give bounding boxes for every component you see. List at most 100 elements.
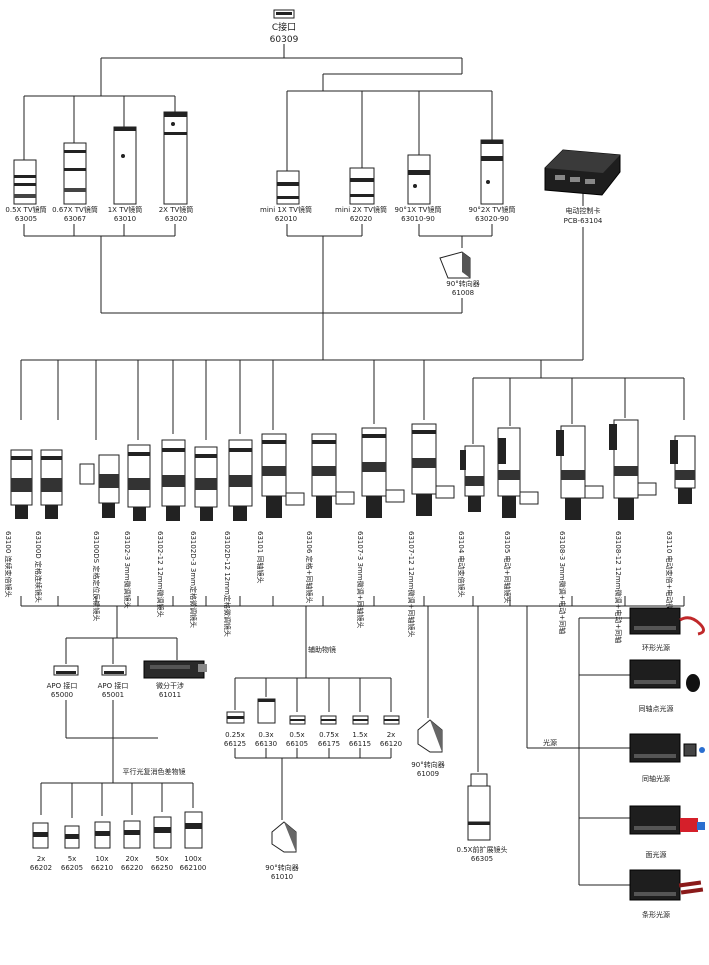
tv-tube-0p5x-code: 63005 <box>15 215 37 223</box>
objective-100x-name: 100x <box>184 855 202 863</box>
interface-dic-61011: 微分干涉 61011 <box>143 660 207 699</box>
lens-63108-12 <box>609 419 657 520</box>
tv-tube-1x-name: 1X TV镜筒 <box>108 205 143 214</box>
tv-tube-2x-name: 2X TV镜筒 <box>159 205 194 214</box>
turner-mid: 90°转向器 61009 <box>411 719 445 778</box>
aux-1p5x-code: 66115 <box>349 740 371 748</box>
light-title: 光源 <box>543 738 557 747</box>
objective-2x <box>32 822 49 849</box>
interface-apo-65001: APO 接口 65001 <box>98 665 129 699</box>
lens-label-63108-3: 63108-3 3mm微调+电动+同轴 <box>558 531 567 634</box>
lens-label-63102-12: 63102-12 12mm微调镜头 <box>156 531 165 617</box>
turner-bottom: 90°转向器 61010 <box>265 821 299 881</box>
aux-lens-0p75x <box>320 715 337 725</box>
lens-label-63100: 63100 连续变倍镜头 <box>4 531 13 598</box>
controller-card: 电动控制卡 PCB-63104 <box>544 149 621 225</box>
tv-tube-90-2x <box>480 139 504 205</box>
controller-name: 电动控制卡 <box>566 206 601 215</box>
light-ring: 环形光源 <box>629 607 705 652</box>
tv-tube-mini-2x-code: 62020 <box>350 215 372 223</box>
tv-tube-0p67x-code: 63067 <box>64 215 86 223</box>
tv-tube-0p5x-name: 0.5X TV镜筒 <box>5 205 46 214</box>
lens-63100 <box>10 449 33 519</box>
lens-63107-12 <box>411 423 455 516</box>
c-mount-adapter: C接口 60309 <box>270 9 299 45</box>
interface-apo-65001-name: APO 接口 <box>98 681 129 690</box>
aux-lens-1p5x <box>352 715 369 725</box>
objective-2x-code: 66202 <box>30 864 52 872</box>
lens-label-63107-3: 63107-3 3mm微调+同轴镜头 <box>356 531 365 628</box>
expander-name: 0.5X前扩展镜头 <box>457 845 508 854</box>
objective-5x-code: 66205 <box>61 864 83 872</box>
aux-lens-2x <box>383 715 400 725</box>
lens-label-63104: 63104 电动变倍镜头 <box>457 531 466 598</box>
aux-1p5x-name: 1.5x <box>352 731 367 739</box>
aux-0p5x-name: 0.5x <box>289 731 304 739</box>
tv-tube-mini-2x <box>349 167 375 205</box>
lens-63100d <box>40 449 63 519</box>
light-surface: 面光源 <box>629 805 705 859</box>
turner-top: 90°转向器 61008 <box>439 251 480 297</box>
tv-tube-2x-code: 63020 <box>165 215 187 223</box>
lens-label-63105: 63105 电动+同轴镜头 <box>503 531 512 603</box>
tv-tube-2x <box>163 111 188 205</box>
interface-apo-65000-code: 65000 <box>51 691 73 699</box>
tv-tube-90-1x <box>407 154 431 205</box>
tv-tube-mini-2x-name: mini 2X TV镜筒 <box>335 205 387 214</box>
light-surface-name: 面光源 <box>646 850 667 859</box>
c-mount-name: C接口 <box>272 21 296 33</box>
connector-lines <box>20 44 685 886</box>
interface-dic-name: 微分干涉 <box>156 681 184 690</box>
lens-63104 <box>460 445 485 512</box>
interface-apo-65000: APO 接口 65000 <box>47 665 79 699</box>
light-coax-name: 同轴光源 <box>642 774 670 783</box>
light-coax-point-name: 同轴点光源 <box>639 704 674 713</box>
objective-50x <box>153 816 172 849</box>
lens-label-63108-12: 63108-12 12mm微调+电动+同轴 <box>614 531 623 643</box>
interface-apo-65000-name: APO 接口 <box>47 681 78 690</box>
tv-tube-mini-1x-name: mini 1X TV镜筒 <box>260 205 312 214</box>
aux-lens-0p25x <box>226 711 245 724</box>
aux-0p25x-code: 66125 <box>224 740 246 748</box>
lens-bodies <box>10 419 696 521</box>
light-coax-point: 同轴点光源 <box>629 659 700 713</box>
tv-tube-90-2x-name: 90°2X TV镜筒 <box>469 205 516 214</box>
lens-63102d-12 <box>228 439 253 521</box>
light-coax: 同轴光源 <box>629 733 705 783</box>
aux-0p5x-code: 66105 <box>286 740 308 748</box>
objective-20x-name: 20x <box>125 855 138 863</box>
lens-63108-3 <box>556 425 604 520</box>
light-ring-name: 环形光源 <box>642 643 670 652</box>
tv-tube-0p67x-name: 0.67X TV镜筒 <box>52 205 98 214</box>
interface-apo-65001-code: 65001 <box>102 691 124 699</box>
tv-tube-90-1x-code: 63010-90 <box>401 215 435 223</box>
objective-10x <box>94 821 111 849</box>
lens-label-63101: 63101 同轴镜头 <box>256 531 265 584</box>
tv-tube-0p67x <box>63 142 87 205</box>
aux-lens-0p3x <box>257 698 276 724</box>
aux-0p3x-code: 66130 <box>255 740 277 748</box>
lens-63106 <box>311 433 355 518</box>
turner-bottom-code: 61010 <box>271 873 293 881</box>
aux-0p3x-name: 0.3x <box>258 731 273 739</box>
tv-tube-90-1x-name: 90°1X TV镜筒 <box>395 205 442 214</box>
objective-2x-name: 2x <box>37 855 46 863</box>
lens-labels: 63100 连续变倍镜头 63100D 定格连续镜头 63100DS 定格定位反… <box>4 531 674 643</box>
lens-63105 <box>497 427 539 518</box>
tv-tube-1x-code: 63010 <box>114 215 136 223</box>
aux-2x-name: 2x <box>387 731 396 739</box>
tv-tube-mini-1x-code: 62010 <box>275 215 297 223</box>
tv-tube-0p5x <box>13 159 37 205</box>
aux-0p25x-name: 0.25x <box>225 731 245 739</box>
objective-100x-code: 662100 <box>180 864 207 872</box>
turner-mid-code: 61009 <box>417 770 439 778</box>
aux-lens-0p5x <box>289 715 306 725</box>
objective-50x-code: 66250 <box>151 864 173 872</box>
aux-lens-labels: 0.25x 66125 0.3x 66130 0.5x 66105 0.75x … <box>224 731 402 748</box>
aux-2x-code: 66120 <box>380 740 402 748</box>
turner-bottom-name: 90°转向器 <box>265 863 298 872</box>
lens-63110 <box>670 435 696 504</box>
expander-code: 66305 <box>471 855 493 863</box>
controller-code: PCB-63104 <box>564 217 603 225</box>
